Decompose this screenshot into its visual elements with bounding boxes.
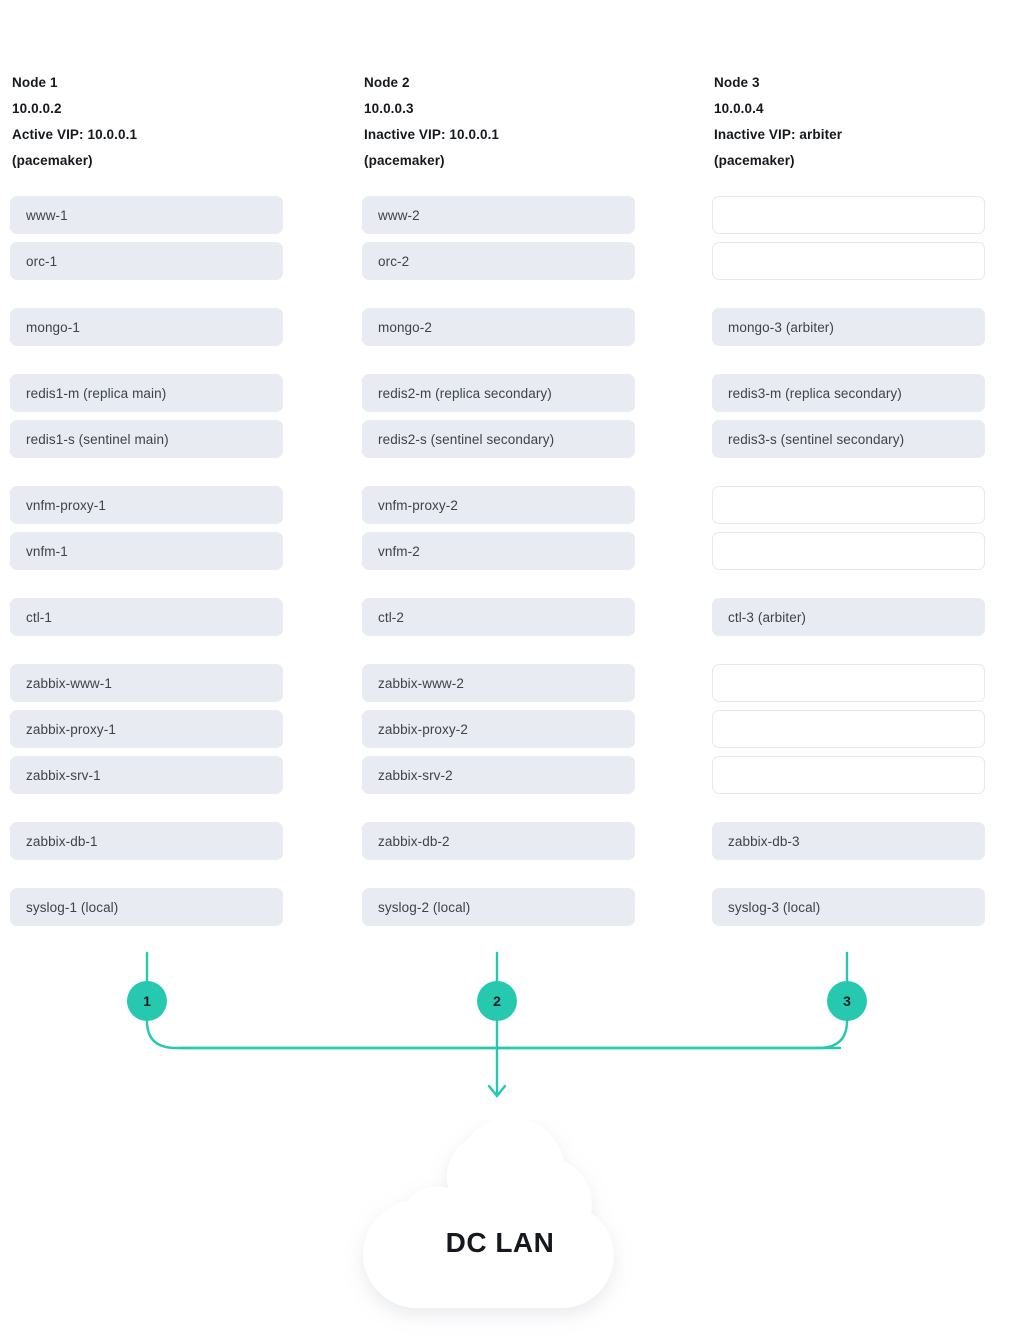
service-box: redis1-s (sentinel main) — [10, 420, 283, 458]
service-box: mongo-1 — [10, 308, 283, 346]
dc-lan-cloud: DC LAN — [340, 1120, 660, 1343]
header-line: Node 2 — [364, 75, 410, 90]
service-group — [712, 486, 985, 570]
service-box: ctl-1 — [10, 598, 283, 636]
service-box: syslog-1 (local) — [10, 888, 283, 926]
header-line: (pacemaker) — [714, 153, 795, 168]
service-box: redis1-m (replica main) — [10, 374, 283, 412]
header-line: Inactive VIP: 10.0.0.1 — [364, 127, 500, 142]
service-group: syslog-1 (local) — [10, 888, 283, 926]
service-box: zabbix-db-1 — [10, 822, 283, 860]
service-box: zabbix-srv-1 — [10, 756, 283, 794]
service-group: syslog-2 (local) — [362, 888, 635, 926]
service-group: syslog-3 (local) — [712, 888, 985, 926]
service-box: zabbix-proxy-1 — [10, 710, 283, 748]
service-group: www-2 orc-2 — [362, 196, 635, 280]
service-box: zabbix-srv-2 — [362, 756, 635, 794]
cloud-label: DC LAN — [445, 1227, 555, 1258]
service-box: vnfm-2 — [362, 532, 635, 570]
service-group: ctl-1 — [10, 598, 283, 636]
header-line: Active VIP: 10.0.0.1 — [12, 127, 138, 142]
service-box: orc-2 — [362, 242, 635, 280]
service-box: redis3-m (replica secondary) — [712, 374, 985, 412]
service-group: vnfm-proxy-2 vnfm-2 — [362, 486, 635, 570]
service-group — [712, 196, 985, 280]
connector-lines — [145, 951, 849, 1098]
service-group: redis1-m (replica main) redis1-s (sentine… — [10, 374, 283, 458]
service-box: vnfm-proxy-1 — [10, 486, 283, 524]
service-box-empty — [712, 710, 985, 748]
service-box: redis3-s (sentinel secondary) — [712, 420, 985, 458]
service-group: mongo-2 — [362, 308, 635, 346]
service-group: ctl-3 (arbiter) — [712, 598, 985, 636]
service-group: ctl-2 — [362, 598, 635, 636]
service-box: redis2-s (sentinel secondary) — [362, 420, 635, 458]
bus-from-node-3 — [178, 1019, 849, 1050]
service-box: zabbix-proxy-2 — [362, 710, 635, 748]
node-badge-3: 3 — [827, 981, 867, 1021]
header-line: (pacemaker) — [12, 153, 93, 168]
service-group: mongo-1 — [10, 308, 283, 346]
bus-from-node-1 — [145, 1019, 842, 1050]
service-box: vnfm-proxy-2 — [362, 486, 635, 524]
service-group: zabbix-db-3 — [712, 822, 985, 860]
service-group: zabbix-www-2 zabbix-proxy-2 zabbix-srv-2 — [362, 664, 635, 794]
header-line: 10.0.0.4 — [714, 101, 764, 116]
service-box: mongo-3 (arbiter) — [712, 308, 985, 346]
header-line: 10.0.0.3 — [364, 101, 414, 116]
service-box: ctl-2 — [362, 598, 635, 636]
service-box-empty — [712, 532, 985, 570]
service-box: redis2-m (replica secondary) — [362, 374, 635, 412]
service-box: www-1 — [10, 196, 283, 234]
service-box: zabbix-www-1 — [10, 664, 283, 702]
service-group: zabbix-db-1 — [10, 822, 283, 860]
node-badge-1: 1 — [127, 981, 167, 1021]
service-group: vnfm-proxy-1 vnfm-1 — [10, 486, 283, 570]
node-badge-2: 2 — [477, 981, 517, 1021]
service-box-empty — [712, 664, 985, 702]
service-box: ctl-3 (arbiter) — [712, 598, 985, 636]
service-group: redis2-m (replica secondary) redis2-s (se… — [362, 374, 635, 458]
network-connector: 1 2 3 — [0, 930, 1020, 1120]
cloud-shape — [363, 1120, 614, 1308]
service-group: mongo-3 (arbiter) — [712, 308, 985, 346]
service-box: zabbix-www-2 — [362, 664, 635, 702]
service-box: zabbix-db-3 — [712, 822, 985, 860]
service-box: vnfm-1 — [10, 532, 283, 570]
arrow-head — [487, 1084, 507, 1098]
header-line: Inactive VIP: arbiter — [714, 127, 843, 142]
header-line: Node 1 — [12, 75, 58, 90]
service-box: syslog-3 (local) — [712, 888, 985, 926]
service-group — [712, 664, 985, 794]
service-group: zabbix-www-1 zabbix-proxy-1 zabbix-srv-1 — [10, 664, 283, 794]
service-box: syslog-2 (local) — [362, 888, 635, 926]
service-box-empty — [712, 756, 985, 794]
service-box: mongo-2 — [362, 308, 635, 346]
header-line: Node 3 — [714, 75, 760, 90]
service-box: zabbix-db-2 — [362, 822, 635, 860]
service-box-empty — [712, 486, 985, 524]
service-box: www-2 — [362, 196, 635, 234]
header-line: 10.0.0.2 — [12, 101, 62, 116]
service-box-empty — [712, 242, 985, 280]
service-box: orc-1 — [10, 242, 283, 280]
header-line: (pacemaker) — [364, 153, 445, 168]
service-box-empty — [712, 196, 985, 234]
service-group: www-1 orc-1 — [10, 196, 283, 280]
service-group: redis3-m (replica secondary) redis3-s (se… — [712, 374, 985, 458]
service-group: zabbix-db-2 — [362, 822, 635, 860]
